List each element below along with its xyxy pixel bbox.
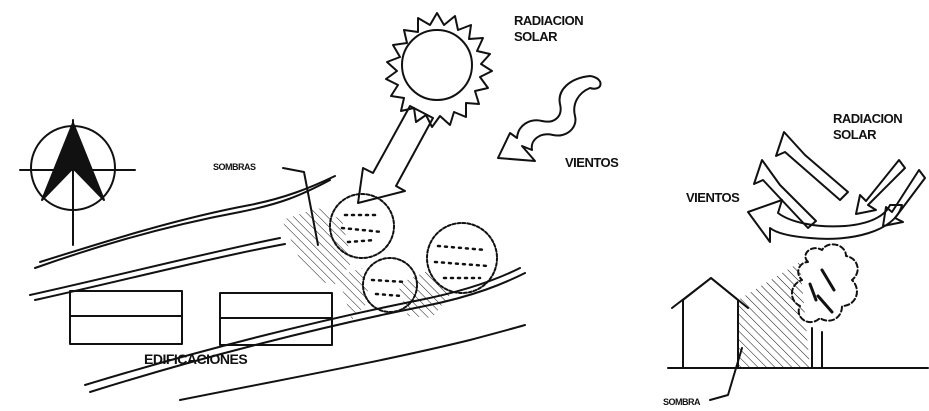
shadows-label: SOMBRAS <box>213 162 256 172</box>
sun-icon <box>385 12 493 128</box>
solar-radiation-arrow-icon <box>357 105 434 204</box>
wind-curved-arrow-icon <box>747 199 903 243</box>
buildings-plan <box>69 290 333 346</box>
tree-right-icon <box>791 243 859 369</box>
reflected-radiation-arrows <box>753 131 849 229</box>
radiation-label-right: RADIACION <box>833 111 903 126</box>
north-arrow-icon <box>19 119 136 246</box>
winds-label-right: VIENTOS <box>686 190 740 205</box>
solar-label-left: SOLAR <box>514 29 558 44</box>
incoming-radiation-arrows <box>855 159 926 227</box>
solar-label-right: SOLAR <box>833 127 877 142</box>
wind-arrow-icon <box>497 75 602 162</box>
shadow-label: SOMBRA <box>663 397 701 407</box>
house-icon <box>671 277 749 369</box>
shadow-leader-line <box>709 347 743 401</box>
terrain-lines <box>29 175 526 401</box>
shadows-leader-line <box>282 167 319 246</box>
tree-icon <box>329 193 498 313</box>
winds-label-left: VIENTOS <box>565 155 619 170</box>
shadow-areas <box>282 208 452 320</box>
buildings-label: EDIFICACIONES <box>144 351 248 367</box>
radiation-label-left: RADIACION <box>514 13 584 28</box>
